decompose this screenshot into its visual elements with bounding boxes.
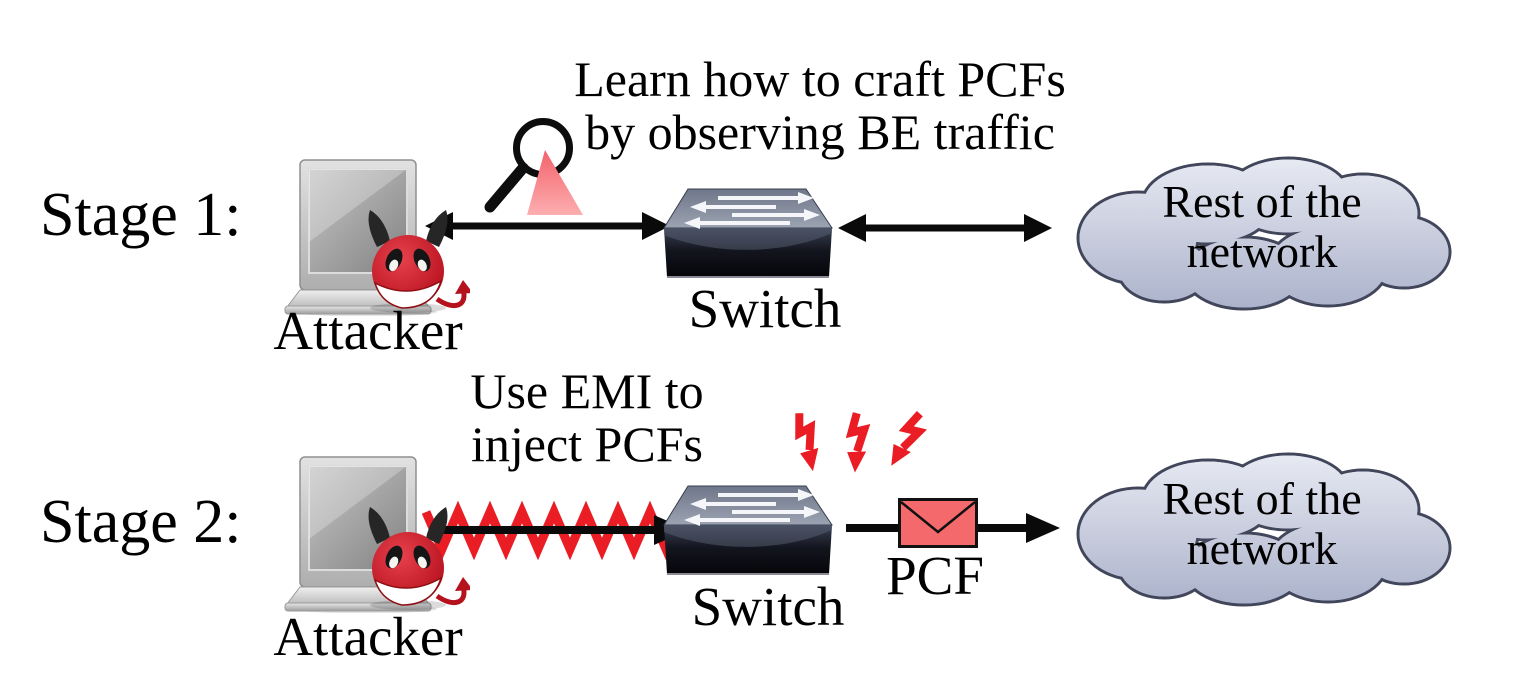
stage2-annotation-line2: inject PCFs <box>471 416 703 472</box>
stage2-cloud-line1: Rest of the <box>1162 473 1362 524</box>
stage2-attacker-label: Attacker <box>273 606 463 667</box>
stage1-cloud-line2: network <box>1186 226 1338 278</box>
stage2-cloud-line2: network <box>1186 523 1338 575</box>
stage2-cloud-label: Rest of the network <box>1082 473 1442 575</box>
switch-icon <box>660 186 836 281</box>
attacker-computer-icon <box>280 453 470 613</box>
observation-beam-icon <box>527 150 583 215</box>
stage1-switch-label: Switch <box>688 278 842 339</box>
attacker-computer-icon <box>280 156 470 316</box>
lightning-bolt-icon <box>844 413 868 473</box>
stage1-label: Stage 1: <box>40 181 242 249</box>
envelope-icon <box>898 498 978 548</box>
stage1-cloud-line1: Rest of the <box>1162 176 1362 227</box>
bidirectional-arrow <box>838 214 1052 242</box>
stage2-annotation: Use EMI to inject PCFs <box>437 365 737 471</box>
stage1-annotation-line1: Learn how to craft PCFs <box>574 51 1066 107</box>
stage2-switch-label: Switch <box>691 576 845 637</box>
stage2-label: Stage 2: <box>40 488 242 556</box>
magnifier-icon <box>484 118 583 215</box>
lightning-bolt-icon <box>886 409 926 471</box>
stage1-annotation: Learn how to craft PCFs by observing BE … <box>555 53 1085 159</box>
stage2-pcf-label: PCF <box>886 545 984 606</box>
stage1-attacker-label: Attacker <box>273 300 463 361</box>
stage1-annotation-line2: by observing BE traffic <box>585 104 1055 160</box>
stage1-cloud-label: Rest of the network <box>1082 176 1442 278</box>
stage2-annotation-line1: Use EMI to <box>470 363 704 419</box>
lightning-bolt-icon <box>787 411 825 473</box>
emi-lightning-icons <box>778 404 933 499</box>
